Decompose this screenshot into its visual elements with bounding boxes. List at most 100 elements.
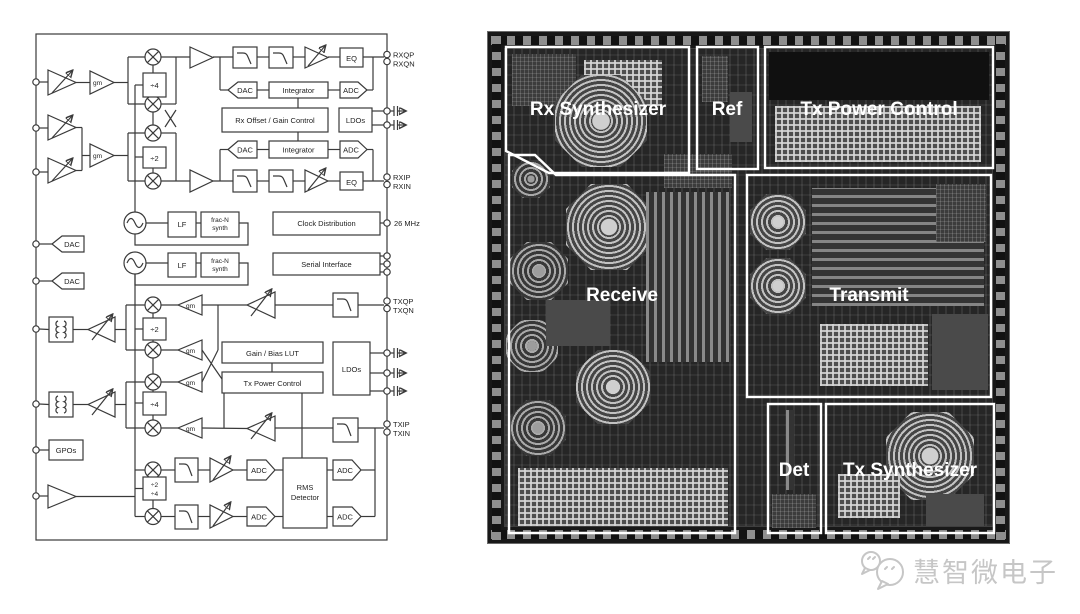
die-texture-block — [936, 184, 986, 242]
inductor-octagon — [512, 160, 550, 198]
tx-gm-amp-icon: gm gm gm gm — [176, 294, 203, 439]
left-port-pins — [32, 78, 40, 500]
bond-pad-ring — [491, 530, 1006, 539]
tx-baseband-q — [245, 290, 359, 319]
die-label: Transmit — [829, 285, 909, 306]
transformer-icon — [48, 316, 74, 418]
rx-mixer-icon — [144, 48, 162, 190]
tx-baseband-i — [245, 414, 359, 443]
integrator-box — [268, 81, 329, 99]
die-label: Receive — [586, 285, 658, 306]
inductor-octagon — [886, 412, 974, 500]
tx-driver-icon — [86, 315, 116, 418]
fracn-synth-box — [200, 252, 240, 278]
filter-icon — [268, 169, 294, 193]
amp-icon — [189, 169, 215, 193]
svg-text:ADC: ADC — [337, 466, 353, 475]
svg-text:RXQN: RXQN — [393, 60, 415, 69]
svg-text:RXQP: RXQP — [393, 51, 414, 60]
svg-text:LDOs: LDOs — [342, 365, 361, 374]
lo-input-amp-icon — [47, 484, 78, 509]
tx-ldos-box: LDOs — [332, 341, 371, 396]
fb-row-2: ADC ADC — [174, 503, 362, 530]
integrator-box — [268, 140, 329, 159]
watermark-text: 慧智微电子 — [913, 557, 1058, 589]
die-texture-block — [786, 410, 794, 490]
dac-block — [227, 81, 258, 99]
svg-text:÷4: ÷4 — [151, 491, 159, 498]
loop-filter-box — [167, 252, 197, 278]
die-label: Tx Power Control — [800, 99, 957, 120]
svg-text:ADC: ADC — [251, 513, 267, 522]
svg-text:÷2: ÷2 — [150, 154, 158, 163]
svg-text:EQ: EQ — [346, 178, 357, 187]
die-texture-block — [820, 324, 928, 386]
die-texture-block — [838, 474, 900, 518]
die-region-receive — [507, 153, 737, 535]
die-texture-block — [546, 300, 610, 346]
die-texture-block — [926, 494, 984, 526]
svg-text:gm: gm — [186, 348, 195, 355]
adc-block — [246, 506, 276, 527]
svg-text:÷2: ÷2 — [150, 325, 158, 334]
svg-text:ADC: ADC — [343, 86, 359, 95]
svg-text:Gain / Bias LUT: Gain / Bias LUT — [246, 349, 299, 358]
gain-bias-lut-box: Gain / Bias LUT — [221, 341, 324, 364]
rx-cal-i: DAC Integrator ADC — [227, 140, 368, 159]
cap-to-ground-icon — [390, 106, 405, 396]
watermark: 慧智微电子 — [857, 548, 1058, 592]
aux-dac-block: DAC DAC — [51, 235, 85, 290]
svg-text:GPOs: GPOs — [56, 446, 77, 455]
port-labels: RXQP RXQN RXIP RXIN 26 MHz TXQP TXQN TXI… — [393, 51, 420, 439]
fb-mixer-icon — [144, 461, 162, 526]
svg-text:gm: gm — [93, 80, 102, 87]
die-label: Rx Synthesizer — [530, 99, 667, 120]
svg-text:Detector: Detector — [291, 493, 320, 502]
svg-text:LF: LF — [178, 220, 187, 229]
adc-block — [339, 81, 368, 99]
svg-text:Tx Power Control: Tx Power Control — [244, 379, 302, 388]
svg-text:Integrator: Integrator — [282, 146, 315, 155]
filter-icon — [332, 292, 359, 318]
svg-text:LDOs: LDOs — [346, 116, 365, 125]
dac-block — [227, 140, 258, 159]
svg-text:TXQN: TXQN — [393, 306, 414, 315]
die-texture-block — [932, 314, 988, 390]
svg-text:26 MHz: 26 MHz — [394, 219, 420, 228]
bond-pad-ring — [492, 35, 501, 540]
die-texture-block — [518, 468, 728, 526]
die-texture-block — [772, 494, 816, 528]
adc-block — [332, 506, 362, 527]
die-label: Ref — [712, 99, 743, 120]
svg-text:DAC: DAC — [237, 146, 253, 155]
wiring — [38, 56, 384, 518]
gm-amp-icon: gm gm — [89, 70, 116, 168]
filter-icon — [174, 504, 199, 530]
die-label: Tx Synthesizer — [843, 460, 978, 481]
die-label: Det — [779, 460, 810, 481]
chip-outline — [35, 33, 388, 541]
filter-icon — [174, 457, 199, 483]
svg-text:RXIN: RXIN — [393, 182, 411, 191]
die-texture-block — [775, 106, 981, 162]
rx-varamp-icon — [47, 70, 78, 184]
svg-text:frac-N: frac-N — [211, 217, 229, 224]
die-region-tx-power-control — [763, 45, 995, 170]
divider-box: ÷2 ÷4 — [142, 476, 167, 501]
filter-icon — [268, 46, 294, 69]
svg-text:DAC: DAC — [64, 240, 80, 249]
fracn-synth-box — [200, 211, 240, 238]
svg-text:LF: LF — [178, 261, 187, 270]
svg-text:ADC: ADC — [251, 466, 267, 475]
die-photo: Rx Synthesizer Ref Tx Power Control Rece… — [487, 31, 1010, 544]
inductor-octagon — [510, 400, 566, 456]
svg-text:RMS: RMS — [297, 483, 314, 492]
die-region-transmit — [745, 173, 993, 399]
svg-text:gm: gm — [186, 426, 195, 433]
svg-text:synth: synth — [212, 266, 228, 273]
svg-text:TXIN: TXIN — [393, 429, 410, 438]
divider-box: ÷2 ÷4 — [142, 317, 167, 416]
svg-text:synth: synth — [212, 225, 228, 232]
bond-pad-ring — [491, 36, 1006, 45]
